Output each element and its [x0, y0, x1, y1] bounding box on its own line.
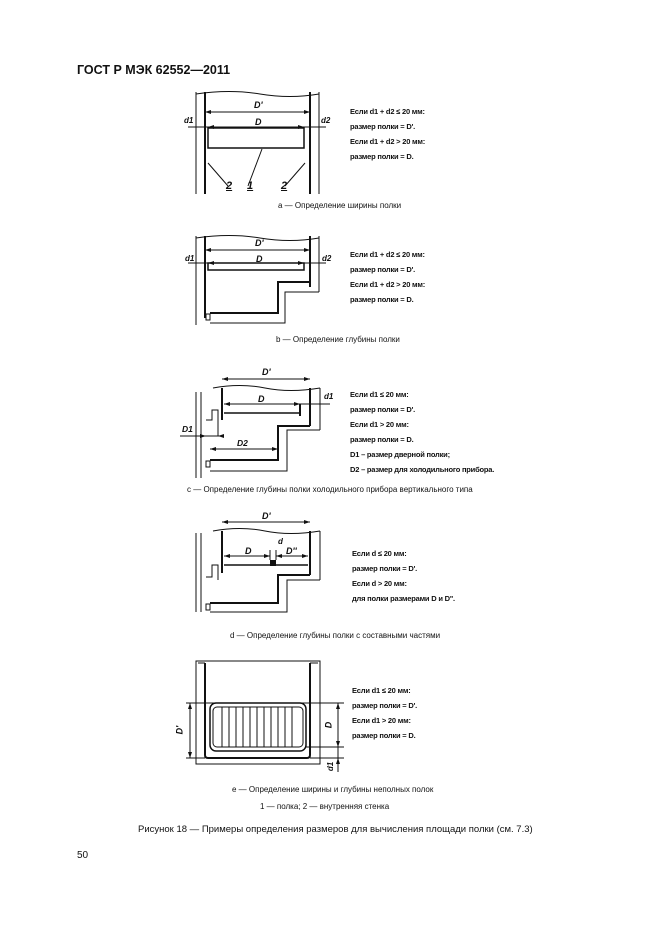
condition-line: размер полки = D'. — [352, 564, 418, 573]
label-d2-a: d2 — [321, 116, 331, 125]
label-shelf-a: 1 — [247, 180, 254, 192]
condition-line: Если d1 + d2 > 20 мм: — [350, 137, 426, 146]
label-d-c: D — [258, 394, 265, 404]
caption-a: a — Определение ширины полки — [278, 201, 402, 210]
condition-line: Если d ≤ 20 мм: — [352, 549, 407, 558]
label-d-prime-d: D' — [262, 511, 271, 521]
condition-line: Если d1 > 20 мм: — [352, 716, 411, 725]
figure-title: Рисунок 18 — Примеры определения размеро… — [138, 824, 533, 835]
condition-line: Если d1 > 20 мм: — [350, 420, 409, 429]
figure-legend: 1 — полка; 2 — внутренняя стенка — [260, 802, 390, 811]
condition-line: размер полки = D'. — [352, 701, 418, 710]
label-d-a: D — [255, 117, 262, 127]
condition-line: D2 – размер для холодильного прибора. — [350, 465, 495, 474]
label-d-prime-b: D' — [255, 238, 264, 248]
conditions-d: Если d ≤ 20 мм: размер полки = D'. Если … — [352, 546, 455, 606]
condition-line: Если d1 + d2 ≤ 20 мм: — [350, 250, 425, 259]
condition-line: Если d1 + d2 ≤ 20 мм: — [350, 107, 425, 116]
label-d-small-d: d — [278, 537, 283, 546]
caption-b: b — Определение глубины полки — [276, 335, 400, 344]
caption-d: d — Определение глубины полки с составны… — [230, 631, 441, 640]
document-header: ГОСТ Р МЭК 62552—2011 — [77, 63, 231, 77]
label-d2-b: d2 — [322, 254, 332, 263]
label-wall-right-a: 2 — [281, 180, 288, 192]
caption-e: e — Определение ширины и глубины неполны… — [232, 785, 434, 794]
label-d1-e: d1 — [326, 761, 336, 772]
label-d1-b: d1 — [185, 254, 195, 263]
condition-line: размер полки = D. — [350, 152, 414, 161]
condition-line: для полки размерами D и D''. — [352, 594, 455, 603]
conditions-e: Если d1 ≤ 20 мм: размер полки = D'. Если… — [352, 683, 417, 743]
caption-c: c — Определение глубины полки холодильно… — [187, 485, 473, 494]
label-d-b: D — [256, 254, 263, 264]
condition-line: размер полки = D'. — [350, 405, 416, 414]
label-d-d: D — [245, 546, 252, 556]
conditions-a: Если d1 + d2 ≤ 20 мм: размер полки = D'.… — [350, 104, 425, 164]
label-d-dprime-d: D'' — [286, 546, 297, 556]
condition-line: Если d > 20 мм: — [352, 579, 407, 588]
label-d-e: D — [323, 721, 334, 729]
label-d-prime-c: D' — [262, 367, 271, 377]
label-D2-c: D2 — [237, 438, 248, 448]
condition-line: размер полки = D. — [350, 435, 414, 444]
page-number: 50 — [77, 850, 89, 861]
condition-line: Если d1 ≤ 20 мм: — [352, 686, 411, 695]
label-d1-c: d1 — [324, 392, 334, 401]
condition-line: Если d1 + d2 > 20 мм: — [350, 280, 426, 289]
label-d-prime-e: D' — [174, 725, 185, 735]
label-d-prime-a: D' — [254, 100, 263, 110]
condition-line: D1 – размер дверной полки; — [350, 450, 450, 459]
label-D1-c: D1 — [182, 424, 193, 434]
condition-line: размер полки = D. — [350, 295, 414, 304]
condition-line: размер полки = D'. — [350, 265, 416, 274]
condition-line: размер полки = D'. — [350, 122, 416, 131]
conditions-b: Если d1 + d2 ≤ 20 мм: размер полки = D'.… — [350, 247, 425, 307]
condition-line: размер полки = D. — [352, 731, 416, 740]
label-wall-left-a: 2 — [226, 180, 233, 192]
conditions-c: Если d1 ≤ 20 мм: размер полки = D'. Если… — [350, 387, 494, 477]
label-d1-a: d1 — [184, 116, 194, 125]
condition-line: Если d1 ≤ 20 мм: — [350, 390, 409, 399]
